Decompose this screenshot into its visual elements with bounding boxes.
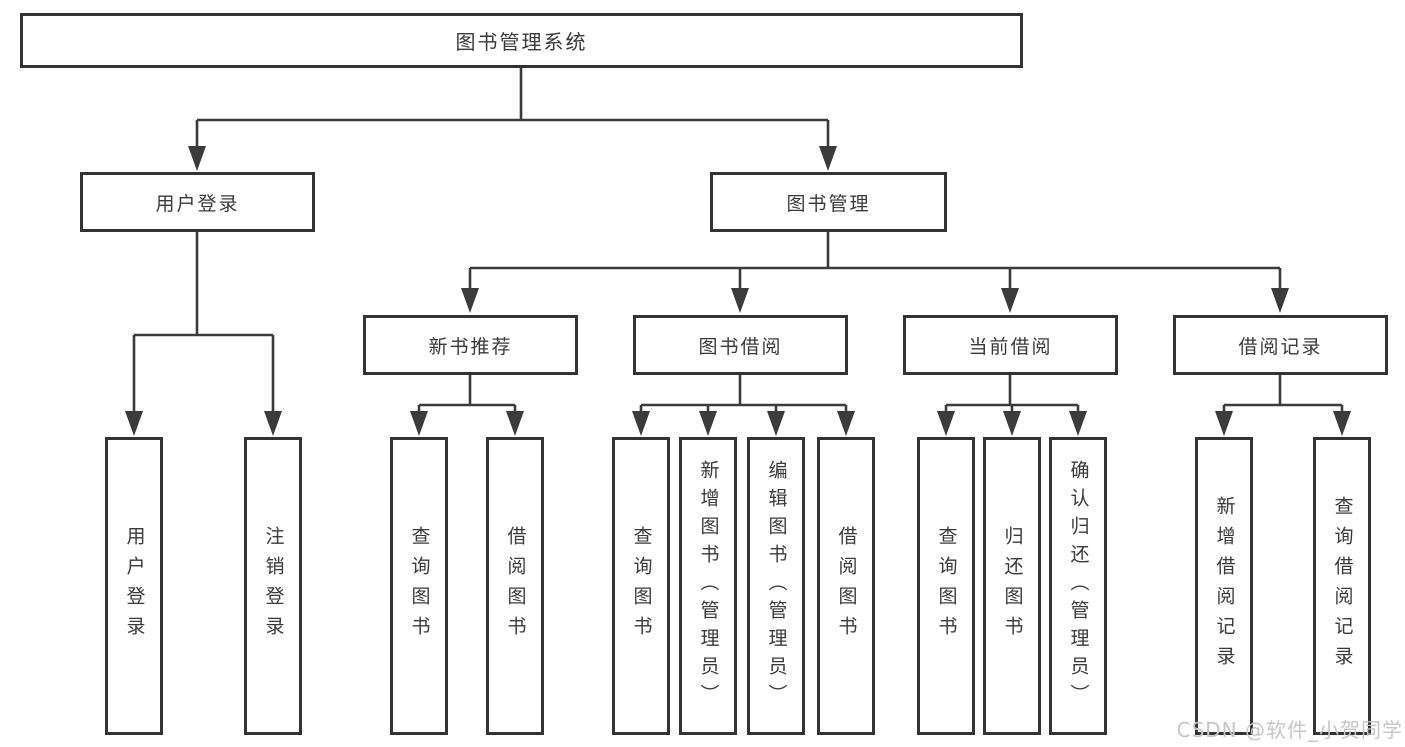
arrowheads-user-login-leaves xyxy=(125,411,282,436)
node-current-borrow: 当前借阅 xyxy=(903,315,1118,375)
leaf-current-return-books-label: 归还图书 xyxy=(1001,526,1024,646)
node-root-label: 图书管理系统 xyxy=(455,30,588,54)
node-book-borrow: 图书借阅 xyxy=(633,315,848,375)
leaf-records-add-record: 新增借阅记录 xyxy=(1195,437,1253,735)
arrowheads-level2 xyxy=(188,146,837,171)
leaf-records-query-record-label: 查询借阅记录 xyxy=(1331,496,1354,676)
arrowheads-level3 xyxy=(461,288,1289,313)
leaf-current-confirm-return-admin-label: 确认归还（管理员） xyxy=(1067,460,1090,712)
leaf-logout-login-label: 注销登录 xyxy=(262,526,285,646)
node-current-borrow-label: 当前借阅 xyxy=(968,335,1053,358)
leaf-current-confirm-return-admin: 确认归还（管理员） xyxy=(1049,437,1107,735)
leaf-current-query-books-label: 查询图书 xyxy=(935,526,958,646)
leaf-newbook-borrow-books: 借阅图书 xyxy=(486,437,544,735)
arrowheads-leaves xyxy=(410,411,1351,436)
node-root: 图书管理系统 xyxy=(20,13,1023,68)
connector-current-borrow-to-leaves xyxy=(944,375,1080,414)
leaf-borrow-query-books: 查询图书 xyxy=(612,437,670,735)
leaf-user-login-label: 用户登录 xyxy=(123,526,146,646)
connector-book-borrow-to-leaves xyxy=(639,375,848,414)
leaf-borrow-edit-books-admin: 编辑图书（管理员） xyxy=(747,437,805,735)
connector-root-to-level2 xyxy=(195,68,830,150)
leaf-newbook-borrow-books-label: 借阅图书 xyxy=(504,526,527,646)
leaf-current-return-books: 归还图书 xyxy=(983,437,1041,735)
connector-user-login-to-leaves xyxy=(132,232,275,414)
leaf-borrow-borrow-books-label: 借阅图书 xyxy=(835,526,858,646)
leaf-borrow-borrow-books: 借阅图书 xyxy=(817,437,875,735)
connector-borrow-records-to-leaves xyxy=(1222,375,1344,414)
node-new-book-recommend-label: 新书推荐 xyxy=(428,335,513,358)
leaf-borrow-edit-books-admin-label: 编辑图书（管理员） xyxy=(765,460,788,712)
leaf-borrow-query-books-label: 查询图书 xyxy=(630,526,653,646)
leaf-newbook-query-books-label: 查询图书 xyxy=(408,526,431,646)
leaf-borrow-add-books-admin: 新增图书（管理员） xyxy=(679,437,737,735)
leaf-borrow-add-books-admin-label: 新增图书（管理员） xyxy=(697,460,720,712)
leaf-records-add-record-label: 新增借阅记录 xyxy=(1213,496,1236,676)
node-new-book-recommend: 新书推荐 xyxy=(363,315,578,375)
leaf-newbook-query-books: 查询图书 xyxy=(390,437,448,735)
watermark: CSDN @软件_小贺同学 xyxy=(1176,718,1403,742)
node-book-management: 图书管理 xyxy=(710,172,947,232)
node-book-management-label: 图书管理 xyxy=(786,192,871,215)
leaf-records-query-record: 查询借阅记录 xyxy=(1313,437,1371,735)
connector-book-management-to-level3 xyxy=(468,232,1282,292)
leaf-logout-login: 注销登录 xyxy=(244,437,302,735)
node-book-borrow-label: 图书借阅 xyxy=(698,335,783,358)
node-user-login: 用户登录 xyxy=(80,172,315,232)
node-borrow-records-label: 借阅记录 xyxy=(1238,335,1323,358)
node-user-login-label: 用户登录 xyxy=(155,192,240,215)
leaf-current-query-books: 查询图书 xyxy=(917,437,975,735)
connector-new-book-recommend-to-leaves xyxy=(417,375,517,414)
node-borrow-records: 借阅记录 xyxy=(1173,315,1388,375)
leaf-user-login: 用户登录 xyxy=(105,437,163,735)
